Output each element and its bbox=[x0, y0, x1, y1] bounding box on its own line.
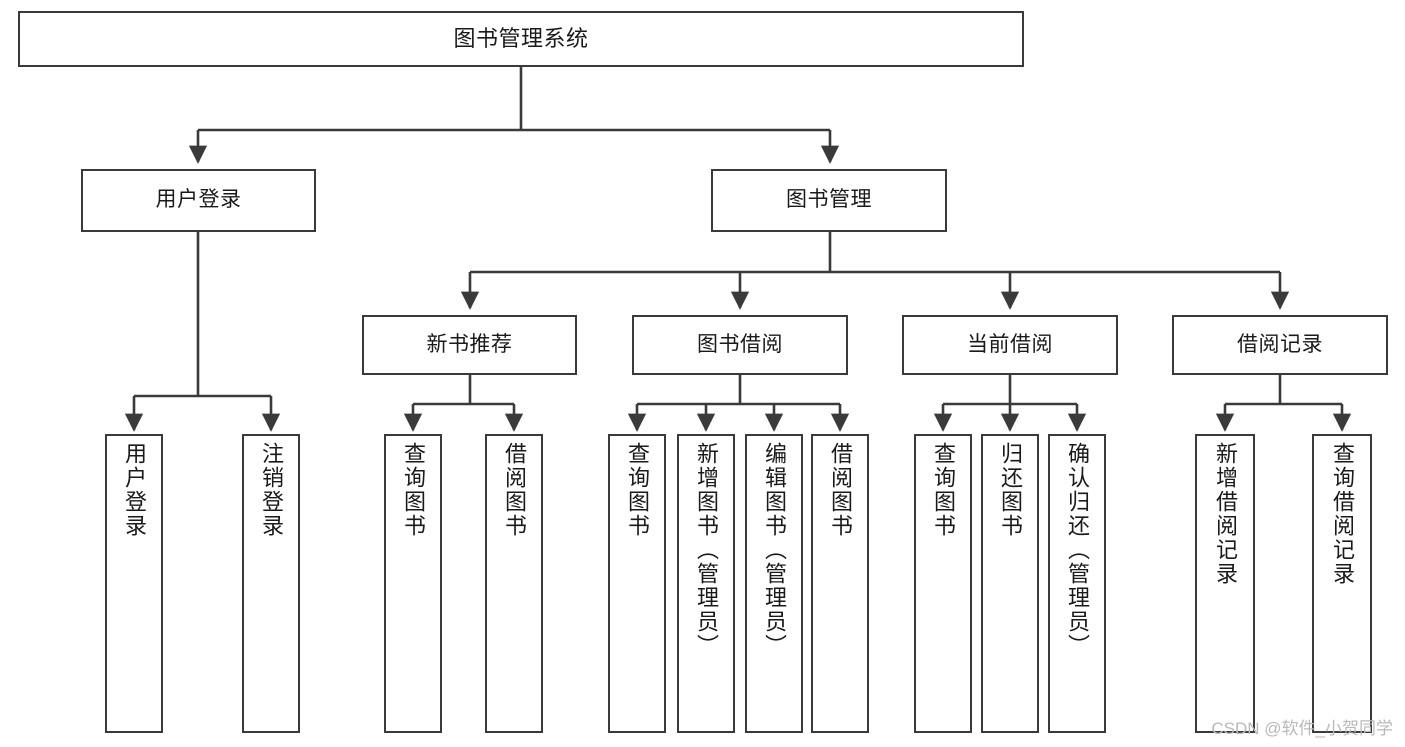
leaf-query-book-current[interactable]: 查询图书 bbox=[914, 434, 972, 733]
node-label: 新增图书（管理员） bbox=[694, 442, 719, 658]
node-label: 归还图书 bbox=[998, 442, 1023, 538]
node-label: 图书管理 bbox=[786, 188, 872, 212]
node-label: 注销登录 bbox=[259, 442, 284, 538]
leaf-borrow-book[interactable]: 借阅图书 bbox=[811, 434, 869, 733]
leaf-confirm-return[interactable]: 确认归还（管理员） bbox=[1048, 434, 1106, 733]
node-borrow-record[interactable]: 借阅记录 bbox=[1172, 315, 1388, 375]
leaf-add-borrow-record[interactable]: 新增借阅记录 bbox=[1195, 434, 1255, 733]
node-user-login[interactable]: 用户登录 bbox=[81, 169, 316, 232]
leaf-query-borrow-record[interactable]: 查询借阅记录 bbox=[1312, 434, 1372, 733]
node-label: 编辑图书（管理员） bbox=[762, 442, 787, 658]
node-label: 查询图书 bbox=[931, 442, 956, 538]
leaf-user-login[interactable]: 用户登录 bbox=[105, 434, 163, 733]
watermark-text: CSDN @软件_小贺同学 bbox=[1211, 719, 1393, 738]
node-label: 借阅图书 bbox=[502, 442, 527, 538]
node-label: 确认归还（管理员） bbox=[1065, 442, 1090, 658]
node-label: 查询图书 bbox=[625, 442, 650, 538]
leaf-logout-login[interactable]: 注销登录 bbox=[242, 434, 300, 733]
leaf-add-book[interactable]: 新增图书（管理员） bbox=[677, 434, 735, 733]
node-label: 新增借阅记录 bbox=[1213, 442, 1238, 586]
node-label: 当前借阅 bbox=[967, 332, 1053, 356]
node-book-manage[interactable]: 图书管理 bbox=[711, 169, 947, 232]
node-label: 图书借阅 bbox=[697, 332, 783, 356]
leaf-query-book-borrow[interactable]: 查询图书 bbox=[608, 434, 666, 733]
leaf-edit-book[interactable]: 编辑图书（管理员） bbox=[745, 434, 803, 733]
node-new-book-recommend[interactable]: 新书推荐 bbox=[362, 315, 577, 375]
node-label: 查询借阅记录 bbox=[1330, 442, 1355, 586]
node-label: 新书推荐 bbox=[426, 332, 513, 356]
leaf-return-book[interactable]: 归还图书 bbox=[981, 434, 1039, 733]
node-label: 查询图书 bbox=[401, 442, 426, 538]
leaf-borrow-book-recommend[interactable]: 借阅图书 bbox=[485, 434, 543, 733]
node-label: 图书管理系统 bbox=[453, 26, 589, 52]
node-label: 借阅记录 bbox=[1237, 332, 1323, 356]
node-label: 用户登录 bbox=[122, 442, 147, 538]
node-label: 借阅图书 bbox=[828, 442, 853, 538]
leaf-query-book-recommend[interactable]: 查询图书 bbox=[384, 434, 442, 733]
node-book-borrow[interactable]: 图书借阅 bbox=[632, 315, 848, 375]
node-label: 用户登录 bbox=[155, 188, 242, 212]
node-current-borrow[interactable]: 当前借阅 bbox=[902, 315, 1118, 375]
node-root-system[interactable]: 图书管理系统 bbox=[18, 11, 1024, 67]
